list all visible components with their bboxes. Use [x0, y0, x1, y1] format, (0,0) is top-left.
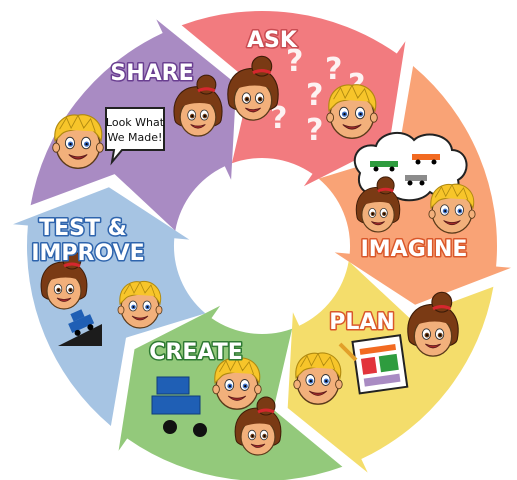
step-label-ask: ASK: [247, 28, 298, 53]
step-label-imagine: IMAGINE: [361, 237, 468, 262]
toy-car-icon: [68, 309, 95, 336]
speech-bubble-line2: We Made!: [108, 131, 163, 144]
block-icon: [156, 376, 190, 395]
step-label-plan: PLAN: [329, 310, 395, 335]
wheel-icon: [193, 423, 207, 437]
gray-car-icon: [405, 175, 427, 186]
green-car-icon: [370, 161, 398, 172]
ask-illustration: ? ? ? ? ? ?: [226, 44, 378, 148]
question-mark-icon: ?: [325, 52, 342, 87]
test-illustration: [39, 249, 163, 346]
question-mark-icon: ?: [306, 113, 323, 148]
step-label-test: TEST &: [39, 216, 127, 241]
speech-bubble-icon: [105, 107, 165, 166]
plan-illustration: [293, 290, 460, 405]
speech-bubble-line1: Look What: [106, 116, 165, 129]
block-icon: [151, 395, 201, 415]
arrow-segment-test: [13, 187, 206, 426]
arrow-segment-ask: [181, 11, 406, 187]
step-label-create: CREATE: [149, 340, 242, 365]
step-label-share: SHARE: [110, 61, 193, 86]
orange-car-icon: [412, 154, 440, 165]
create-illustration: [151, 357, 283, 457]
share-illustration: Look What We Made!: [52, 73, 224, 169]
question-mark-icon: ?: [286, 44, 303, 79]
clipboard-icon: [351, 334, 409, 395]
question-mark-icon: ?: [270, 101, 287, 136]
step-label-improve: IMPROVE: [31, 241, 144, 266]
pencil-icon: [338, 342, 358, 362]
question-mark-icon: ?: [306, 78, 323, 113]
imagine-illustration: [353, 131, 476, 234]
wheel-icon: [163, 420, 177, 434]
step-labels: ASK IMAGINE PLAN CREATE TEST & IMPROVE S…: [30, 27, 469, 367]
